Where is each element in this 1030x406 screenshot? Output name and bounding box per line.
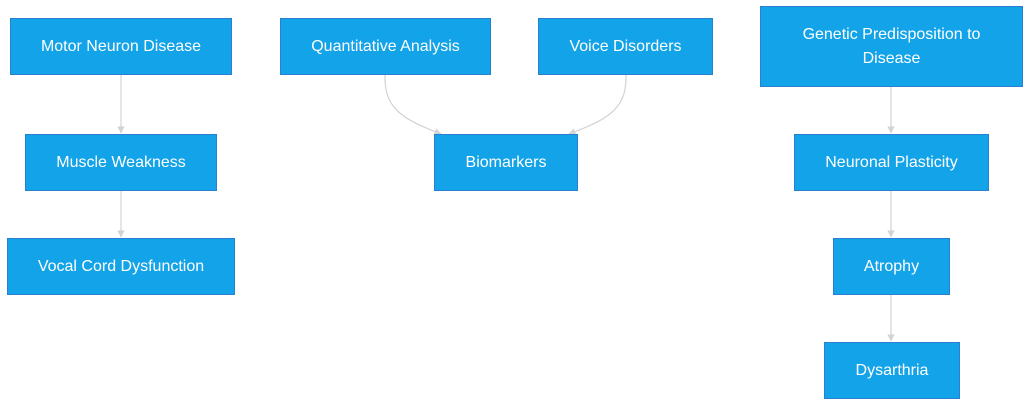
edge-voice-disorders-to-biomarkers	[568, 75, 627, 136]
node-biomarkers[interactable]: Biomarkers	[434, 134, 578, 191]
node-label: Quantitative Analysis	[311, 37, 460, 55]
node-quantitative-analysis[interactable]: Quantitative Analysis	[280, 18, 491, 75]
node-dysarthria[interactable]: Dysarthria	[824, 342, 960, 399]
node-muscle-weakness[interactable]: Muscle Weakness	[25, 134, 217, 191]
node-label: Atrophy	[863, 257, 920, 275]
edge-quantitative-analysis-to-biomarkers	[384, 75, 442, 136]
node-atrophy[interactable]: Atrophy	[833, 238, 950, 295]
node-genetic-predisposition[interactable]: Genetic Predisposition to Disease	[760, 6, 1023, 87]
node-label: Genetic Predisposition to Disease	[802, 25, 981, 67]
node-label: Biomarkers	[465, 153, 547, 171]
node-label: Muscle Weakness	[56, 153, 186, 171]
node-label: Vocal Cord Dysfunction	[37, 257, 205, 275]
node-voice-disorders[interactable]: Voice Disorders	[538, 18, 713, 75]
node-label: Neuronal Plasticity	[825, 153, 958, 171]
node-motor-neuron-disease[interactable]: Motor Neuron Disease	[10, 18, 232, 75]
node-neuronal-plasticity[interactable]: Neuronal Plasticity	[794, 134, 989, 191]
node-label: Motor Neuron Disease	[40, 37, 202, 55]
node-label: Voice Disorders	[569, 37, 682, 55]
node-vocal-cord-dysfunction[interactable]: Vocal Cord Dysfunction	[7, 238, 235, 295]
node-label: Dysarthria	[855, 361, 929, 379]
